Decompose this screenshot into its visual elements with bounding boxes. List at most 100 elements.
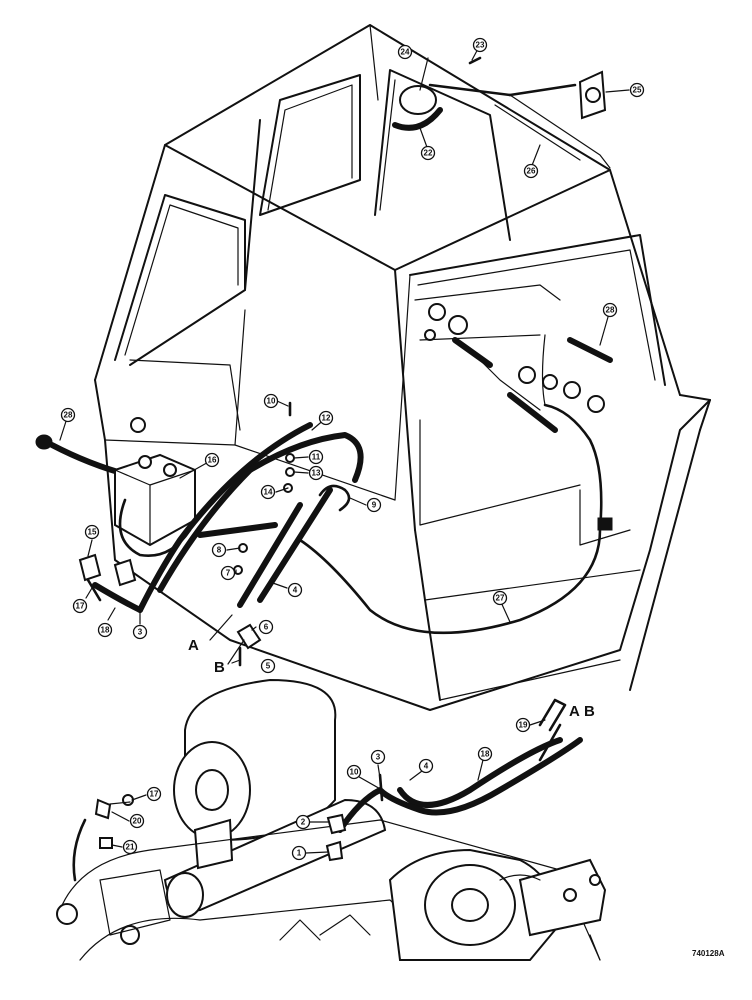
svg-text:25: 25 bbox=[633, 86, 642, 95]
svg-text:28: 28 bbox=[64, 411, 73, 420]
fan-bracket bbox=[392, 107, 443, 131]
heater-port bbox=[138, 455, 152, 469]
svg-text:5: 5 bbox=[266, 662, 271, 671]
fitting-3 bbox=[378, 773, 384, 802]
callout-22: 22 bbox=[420, 145, 436, 161]
cab-outline bbox=[94, 24, 711, 711]
svg-text:17: 17 bbox=[76, 602, 85, 611]
connection-label-a: A bbox=[188, 637, 199, 654]
callout-10-engine: 10 bbox=[346, 764, 362, 780]
svg-text:27: 27 bbox=[496, 594, 505, 603]
switch-icon bbox=[424, 329, 436, 341]
svg-text:4: 4 bbox=[424, 762, 429, 771]
svg-text:22: 22 bbox=[424, 149, 433, 158]
callout-15: 15 bbox=[84, 524, 100, 540]
exhaust-elbow bbox=[193, 818, 234, 870]
svg-text:18: 18 bbox=[101, 626, 110, 635]
svg-text:16: 16 bbox=[208, 456, 217, 465]
connection-label-a-engine: A bbox=[569, 703, 580, 720]
svg-text:24: 24 bbox=[401, 48, 410, 57]
callout-1: 1 bbox=[291, 845, 307, 861]
svg-text:4: 4 bbox=[293, 586, 298, 595]
callout-20: 20 bbox=[129, 813, 145, 829]
svg-text:12: 12 bbox=[322, 414, 331, 423]
svg-text:3: 3 bbox=[376, 753, 381, 762]
svg-text:19: 19 bbox=[519, 721, 528, 730]
connection-label-b: B bbox=[214, 659, 225, 676]
defroster-tube bbox=[567, 337, 613, 363]
gauge-icon bbox=[563, 381, 581, 399]
callout-28: 28 bbox=[60, 407, 76, 423]
callout-19: 19 bbox=[515, 717, 531, 733]
heater-hose-upper bbox=[137, 422, 313, 613]
pulley bbox=[120, 925, 140, 945]
heater-hoses bbox=[35, 401, 613, 667]
nut-11 bbox=[285, 453, 295, 463]
panel-hole bbox=[130, 417, 146, 433]
grommet bbox=[597, 517, 613, 531]
svg-text:15: 15 bbox=[88, 528, 97, 537]
figure-id: 740128A bbox=[692, 949, 725, 958]
callouts: 23 24 22 25 26 28 28 16 10 12 11 13 14 9… bbox=[59, 37, 645, 861]
clamp-19 bbox=[538, 698, 567, 732]
callout-14: 14 bbox=[260, 484, 276, 500]
plug-21 bbox=[99, 837, 113, 849]
fitting-1 bbox=[325, 840, 344, 862]
hose-clamp-9 bbox=[318, 484, 351, 512]
hydraulic-pump bbox=[518, 858, 607, 937]
valve-2 bbox=[326, 813, 347, 835]
svg-text:17: 17 bbox=[150, 790, 159, 799]
svg-text:20: 20 bbox=[133, 817, 142, 826]
callout-8: 8 bbox=[211, 542, 227, 558]
callout-13: 13 bbox=[308, 465, 324, 481]
ground-wire bbox=[118, 498, 192, 558]
callout-7: 7 bbox=[220, 565, 236, 581]
screw bbox=[468, 56, 482, 65]
connection-letters: A B A B bbox=[188, 614, 595, 720]
callout-4-cab: 4 bbox=[287, 582, 303, 598]
svg-text:6: 6 bbox=[264, 623, 269, 632]
callout-12: 12 bbox=[318, 410, 334, 426]
wire-27 bbox=[298, 403, 603, 635]
heater-port bbox=[163, 463, 177, 477]
svg-text:7: 7 bbox=[226, 569, 231, 578]
svg-text:11: 11 bbox=[312, 453, 321, 462]
callout-6: 6 bbox=[258, 619, 274, 635]
plug-28 bbox=[35, 434, 53, 450]
callout-4-engine: 4 bbox=[418, 758, 434, 774]
svg-text:2: 2 bbox=[301, 818, 306, 827]
roof-fan-assembly bbox=[392, 56, 607, 131]
callout-11: 11 bbox=[308, 449, 324, 465]
engine-hose-b bbox=[337, 737, 583, 833]
svg-text:1: 1 bbox=[297, 849, 302, 858]
connection-label-b-engine: B bbox=[584, 703, 595, 720]
callout-29: 28 bbox=[602, 302, 618, 318]
callout-2: 2 bbox=[295, 814, 311, 830]
gauge-icon bbox=[428, 303, 446, 321]
callout-3-engine: 3 bbox=[370, 749, 386, 765]
hose-18 bbox=[92, 582, 143, 613]
valve-20 bbox=[94, 798, 112, 820]
callout-18-cab: 18 bbox=[97, 622, 113, 638]
gauge-icon bbox=[542, 374, 558, 390]
svg-text:21: 21 bbox=[126, 843, 135, 852]
hose-b bbox=[237, 502, 303, 608]
instrument-panel bbox=[414, 284, 613, 433]
callout-17-cab: 17 bbox=[72, 598, 88, 614]
svg-text:26: 26 bbox=[527, 167, 536, 176]
svg-text:10: 10 bbox=[267, 397, 276, 406]
valve-15a bbox=[78, 553, 102, 582]
svg-text:8: 8 bbox=[217, 546, 222, 555]
valve-15b bbox=[113, 558, 137, 587]
gauge-icon bbox=[518, 366, 536, 384]
callout-21: 21 bbox=[122, 839, 138, 855]
steering-lever bbox=[452, 337, 493, 368]
control-lever bbox=[507, 392, 558, 433]
fan-motor bbox=[399, 85, 437, 115]
callout-27: 27 bbox=[492, 590, 508, 606]
engine-hose-a bbox=[397, 737, 563, 808]
svg-text:14: 14 bbox=[264, 488, 273, 497]
clip-6 bbox=[236, 623, 262, 650]
heater-hose-lower bbox=[157, 432, 364, 593]
